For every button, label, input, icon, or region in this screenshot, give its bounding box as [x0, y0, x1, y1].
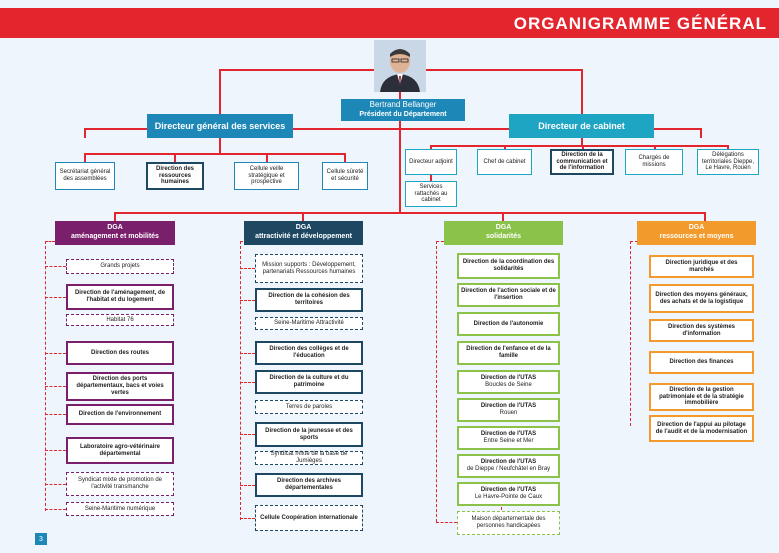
dga4-item: Direction des moyens généraux, des achat… [649, 284, 754, 313]
president-name: Bertrand Bellanger [369, 100, 437, 109]
dga-attractivite-box: DGA attractivité et développement [244, 221, 363, 245]
cabinet-unit: Directeur adjoint [405, 149, 457, 175]
dga1-item: Habitat 76 [66, 314, 174, 326]
dga1-item: Direction de l'aménagement, de l'habitat… [66, 284, 174, 310]
dga4-item: Direction juridique et des marchés [649, 255, 754, 278]
page-title: ORGANIGRAMME GÉNÉRAL [513, 14, 767, 33]
dga1-item: Direction de l'environnement [66, 404, 174, 425]
dga-amenagement-box: DGA aménagement et mobilités [55, 221, 175, 245]
dga3-item: Maison départementale des personnes hand… [457, 511, 560, 535]
dga4-item: Direction de l'appui au pilotage de l'au… [649, 415, 754, 442]
cabinet-box: Directeur de cabinet [509, 114, 654, 138]
dgs-unit: Cellule veille stratégique et prospectiv… [234, 162, 299, 190]
dga2-item: Direction des archives départementales [255, 473, 363, 497]
dga1-item: Syndicat mixte de promotion de l'activit… [66, 472, 174, 496]
cabinet-sub-unit: Services rattachés au cabinet [405, 181, 457, 207]
dga3-item: Direction de l'autonomie [457, 312, 560, 336]
president-photo [374, 40, 426, 92]
dgs-unit: Secrétariat général des assemblées [55, 162, 115, 190]
page-number: 3 [35, 533, 47, 545]
dgs-unit: Cellule sûreté et sécurité [322, 162, 368, 190]
cabinet-unit: Chef de cabinet [477, 149, 532, 175]
dgs-unit: Direction des ressources humaines [146, 162, 204, 190]
dga1-item: Seine-Maritime numérique [66, 502, 174, 516]
dga4-item: Direction de la gestion patrimoniale et … [649, 383, 754, 411]
dga1-item: Direction des routes [66, 341, 174, 365]
dga1-item: Laboratoire agro-vétérinaire département… [66, 437, 174, 464]
dga2-item: Direction des collèges et de l'éducation [255, 341, 363, 365]
dga4-item: Direction des systèmes d'information [649, 319, 754, 342]
dga3-item: Direction de l'enfance et de la famille [457, 341, 560, 365]
dga1-item: Grands projets [66, 259, 174, 274]
dga2-item: Mission supports : Développement, parten… [255, 254, 363, 283]
header-bar: ORGANIGRAMME GÉNÉRAL [0, 8, 779, 38]
dga2-item: Syndicat mixte de la base de Jumièges [255, 451, 363, 465]
dga2-item: Direction de la jeunesse et des sports [255, 422, 363, 447]
dga2-item: Cellule Coopération internationale [255, 505, 363, 531]
dga2-item: Terres de paroles [255, 400, 363, 414]
president-title: Président du Département [359, 111, 447, 118]
cabinet-unit: Délégations territoriales Dieppe, Le Hav… [697, 149, 759, 175]
dga2-item: Direction de la culture et du patrimoine [255, 370, 363, 394]
president-box: Bertrand Bellanger Président du Départem… [341, 99, 465, 121]
cabinet-unit: Chargés de missions [625, 149, 683, 175]
dga4-item: Direction des finances [649, 351, 754, 374]
dga2-item: Direction de la cohésion des territoires [255, 288, 363, 312]
cabinet-unit: Direction de la communication et de l'in… [550, 149, 614, 175]
dga3-item: Direction de la coordination des solidar… [457, 253, 560, 279]
dga2-item: Seine-Maritime Attractivité [255, 317, 363, 330]
dgs-box: Directeur général des services [147, 114, 293, 138]
dga3-item: Direction de l'action sociale et de l'in… [457, 283, 560, 307]
dga-solidarites-box: DGA solidarités [444, 221, 563, 245]
dga1-item: Direction des ports départementaux, bacs… [66, 372, 174, 401]
dga-ressources-box: DGA ressources et moyens [637, 221, 756, 245]
